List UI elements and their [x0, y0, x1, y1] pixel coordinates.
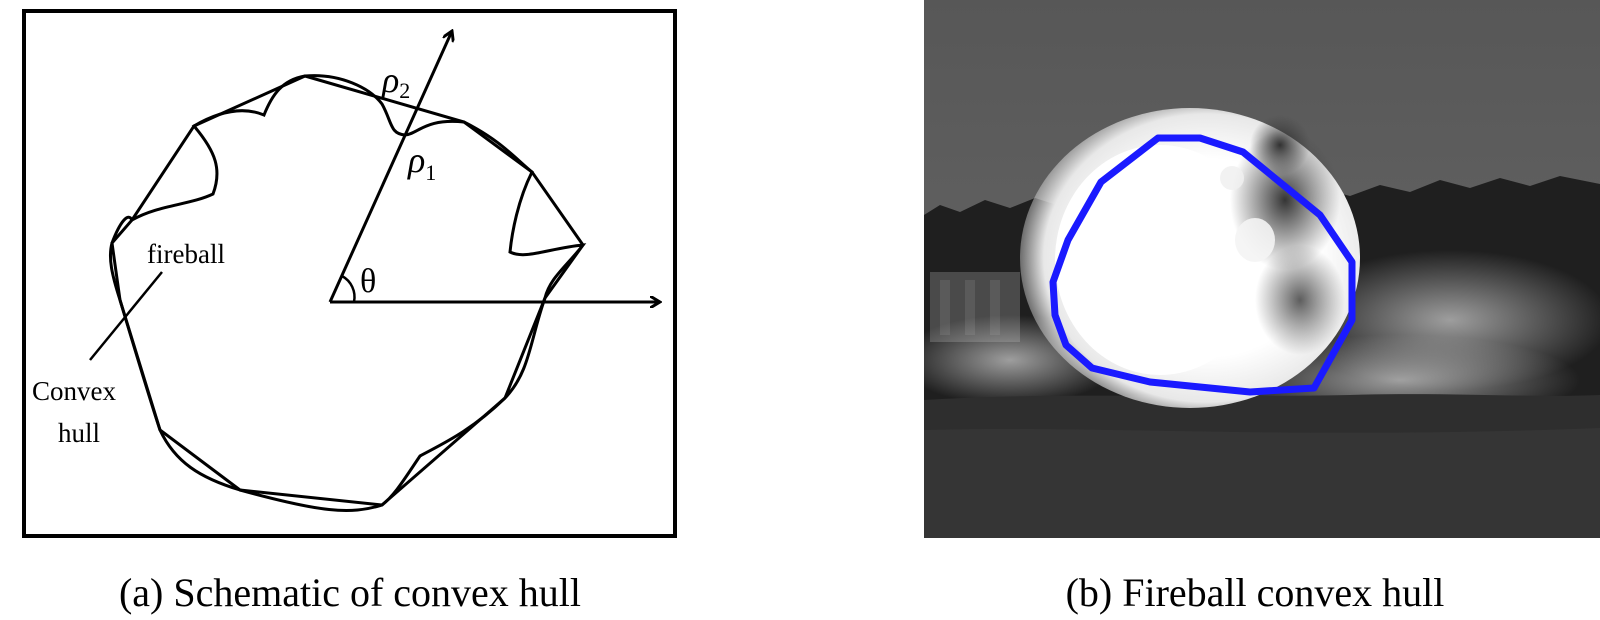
- theta-arc: [341, 274, 356, 303]
- rho2-label: ρ2: [381, 60, 410, 103]
- convex-hull-label-line2: hull: [58, 418, 100, 448]
- label-leader-line: [89, 271, 163, 361]
- caption-b: (b) Fireball convex hull: [1066, 570, 1445, 615]
- fireball-outline: [108, 74, 587, 512]
- caption-a: (a) Schematic of convex hull: [119, 570, 581, 615]
- fireball-label: fireball: [147, 239, 225, 269]
- convex-hull-label-line1: Convex: [32, 376, 116, 406]
- panel-b-photo: [924, 0, 1600, 538]
- rho1-label: ρ1: [407, 140, 436, 185]
- convex-hull-polygon: [110, 74, 585, 507]
- panel-a-frame: [22, 9, 677, 538]
- theta-label: θ: [360, 263, 376, 300]
- rho-direction-axis: [328, 31, 452, 303]
- fireball-convex-hull-outline: [1049, 134, 1356, 396]
- panel-a-schematic: ρ2 ρ1 θ fireball Convex hull: [22, 9, 677, 538]
